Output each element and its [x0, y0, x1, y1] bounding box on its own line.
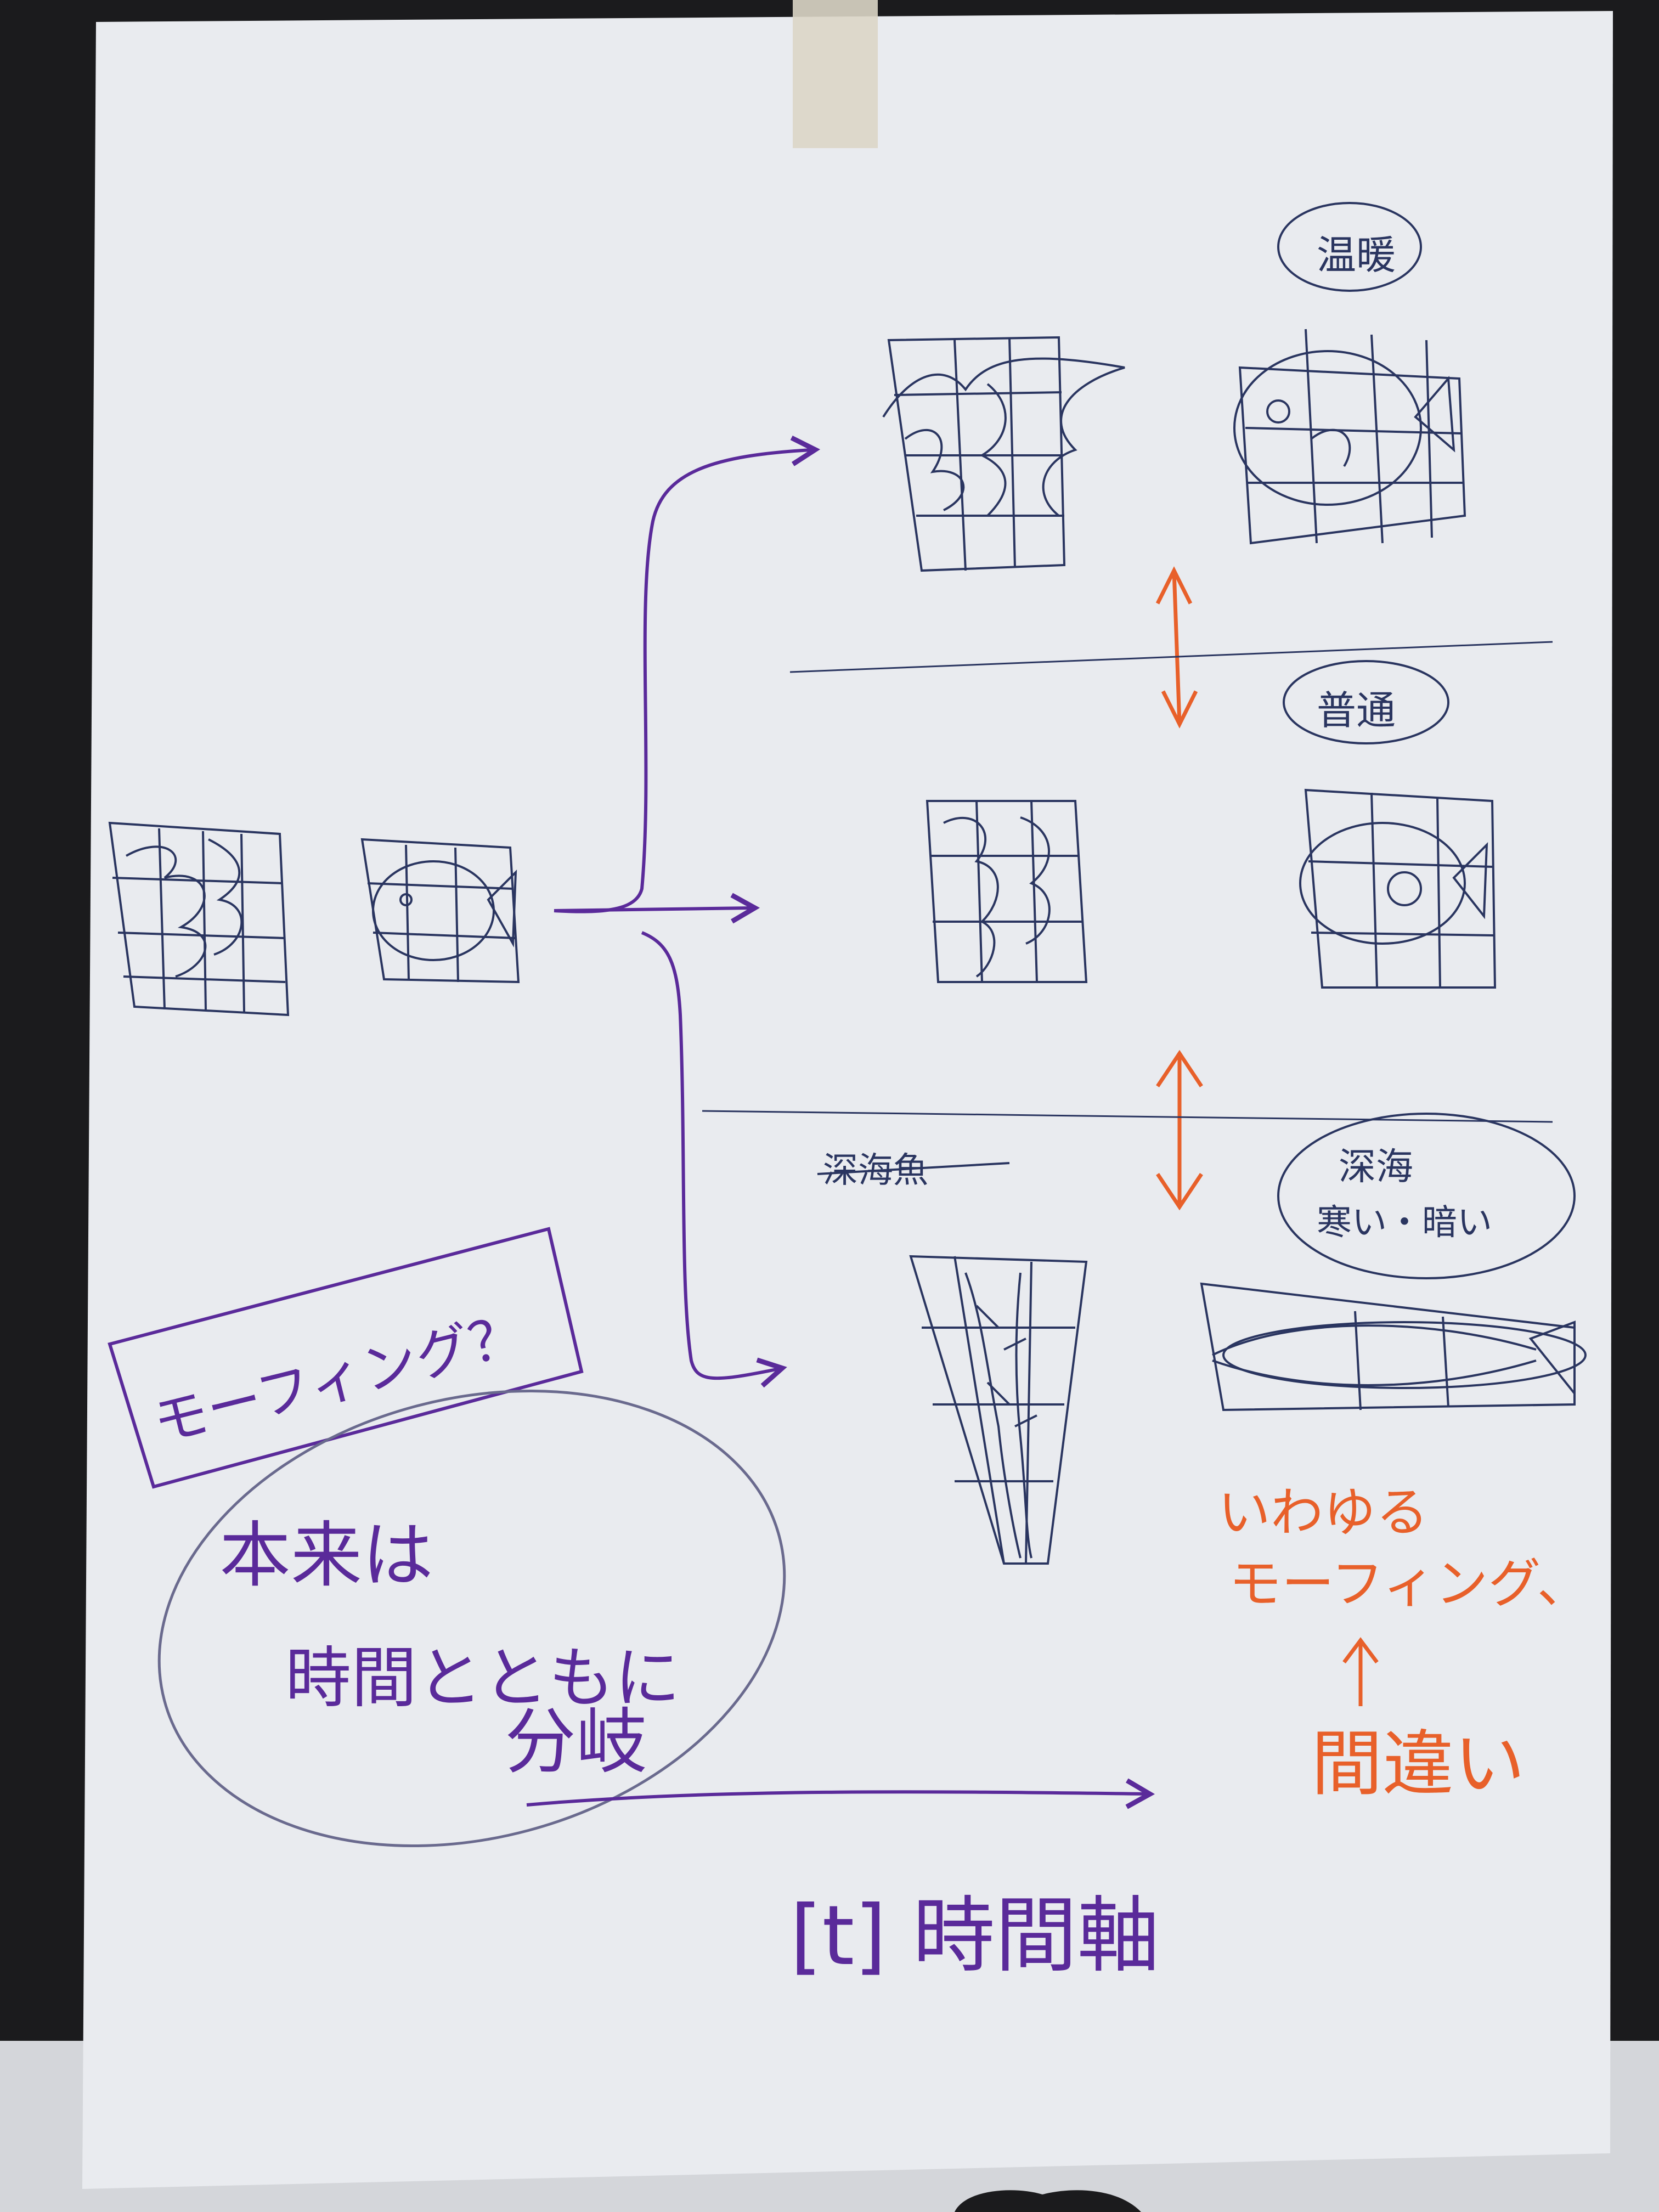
- normal-label: 普通: [1317, 687, 1396, 733]
- morphing-box: [108, 1227, 584, 1489]
- warm-fish-sketch: [1233, 329, 1466, 545]
- orange-double-arrow-top: [1155, 566, 1198, 729]
- deep-sea-label-2: 寒い・暗い: [1317, 1203, 1492, 1243]
- orange-up-arrow: [1342, 1637, 1379, 1706]
- circle-line-2: 時間とともに: [285, 1640, 680, 1717]
- warm-plant-sketch: [882, 336, 1125, 572]
- divider-line-1: [789, 641, 1553, 673]
- deep-sea-bubble: [1277, 1113, 1576, 1279]
- bottom-object: [955, 2190, 1141, 2212]
- normal-plant-sketch: [926, 800, 1088, 983]
- circle-line-3: 分岐: [505, 1700, 647, 1784]
- time-axis-arrow: [526, 1778, 1155, 1809]
- circle-line-1: 本来は: [219, 1514, 433, 1597]
- orange-double-arrow-bottom: [1156, 1049, 1203, 1211]
- branch-bracket: [554, 436, 821, 1388]
- deep-plant-sketch: [909, 1255, 1088, 1565]
- strike-through: [817, 1162, 1010, 1175]
- normal-fish-sketch: [1299, 788, 1497, 989]
- warm-label: 温暖: [1317, 232, 1396, 278]
- orange-note-1: いわゆる: [1218, 1482, 1429, 1543]
- warm-bubble: [1277, 202, 1422, 292]
- paper-sheet: [82, 11, 1613, 2189]
- time-axis-label: [t] 時間軸: [790, 1888, 1160, 1984]
- input-plant-sketch: [108, 821, 290, 1017]
- orange-note-3: 間違い: [1311, 1722, 1525, 1805]
- input-fish-sketch: [360, 838, 520, 984]
- deep-fish-sketch: [1200, 1282, 1587, 1412]
- orange-note-2: モーフィング、: [1229, 1553, 1590, 1615]
- normal-bubble: [1283, 660, 1449, 744]
- deep-sea-label-1: 深海: [1339, 1146, 1413, 1189]
- divider-line-2: [702, 1110, 1553, 1123]
- branching-circle: [157, 1389, 786, 1848]
- masking-tape: [793, 0, 878, 148]
